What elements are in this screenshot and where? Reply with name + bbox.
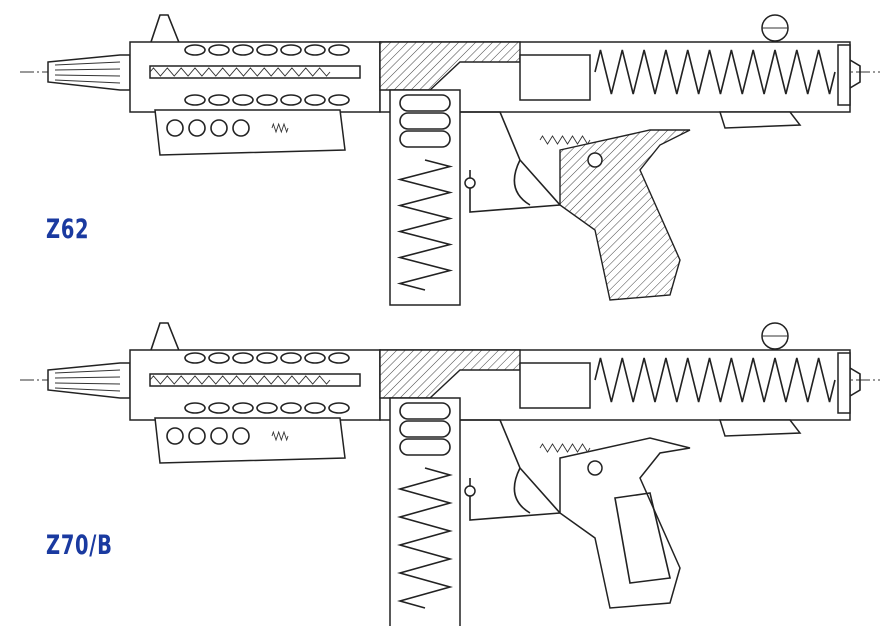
foregrip-hole (188, 427, 206, 445)
cooling-hole (184, 352, 206, 364)
foregrip-hole (210, 119, 228, 137)
compensator-slot (54, 68, 121, 71)
compensator-slot (54, 387, 121, 392)
muzzle-compensator (47, 362, 131, 399)
z62-cutaway-drawing (20, 14, 880, 306)
pistol-grip (559, 129, 691, 301)
pivot-pin (587, 152, 603, 168)
magazine-spring (397, 467, 453, 609)
cooling-hole (328, 352, 350, 364)
bolt (519, 54, 591, 101)
muzzle-compensator (47, 54, 131, 91)
magazine-spring (396, 159, 454, 291)
cooling-hole (328, 402, 350, 414)
end-cap-knob (849, 59, 861, 89)
cooling-hole (232, 352, 254, 364)
z70b-label: Z70/B (46, 530, 113, 561)
compensator-slot (54, 74, 121, 77)
grip-cutout (614, 492, 671, 584)
trigger (513, 159, 531, 206)
cooling-hole (208, 44, 230, 56)
compensator-slot (54, 61, 121, 66)
pivot-pin (587, 460, 603, 476)
cooling-hole (208, 402, 230, 414)
end-cap (837, 44, 851, 106)
cartridge (399, 402, 451, 420)
trigger-housing (460, 419, 562, 521)
cooling-hole (328, 94, 350, 106)
sling-mount (718, 419, 802, 437)
cooling-hole (232, 94, 254, 106)
cooling-hole (256, 44, 278, 56)
cartridge (399, 112, 451, 130)
recoil-guide-spring (149, 375, 331, 385)
cartridge (399, 130, 451, 148)
foregrip-hole (232, 427, 250, 445)
cooling-hole (280, 352, 302, 364)
cooling-hole (184, 44, 206, 56)
recoil-guide-spring (149, 67, 331, 77)
sear-spring (539, 135, 591, 145)
foregrip (154, 417, 346, 464)
front-sight (149, 322, 181, 354)
cooling-hole (184, 402, 206, 414)
sling-mount (718, 111, 802, 129)
compensator-slot (54, 79, 121, 84)
foregrip-hole (210, 427, 228, 445)
cooling-hole (328, 44, 350, 56)
cooling-hole (280, 402, 302, 414)
cooling-hole (304, 94, 326, 106)
receiver-section-hatched (379, 349, 521, 399)
cartridge (399, 94, 451, 112)
end-cap-knob (849, 367, 861, 397)
compensator-slot (54, 382, 121, 385)
cooling-hole (232, 402, 254, 414)
pistol-grip (559, 437, 691, 609)
cooling-hole (304, 44, 326, 56)
cooling-hole (232, 44, 254, 56)
cooling-hole (256, 402, 278, 414)
cooling-hole (304, 402, 326, 414)
receiver-section-hatched (379, 41, 521, 91)
foregrip-hole (166, 427, 184, 445)
cooling-hole (256, 352, 278, 364)
z70b-cutaway-drawing (20, 322, 880, 626)
cooling-hole (280, 94, 302, 106)
end-cap (837, 352, 851, 414)
foregrip-hole (188, 119, 206, 137)
compensator-slot (54, 376, 121, 379)
cooling-hole (304, 352, 326, 364)
cartridge (399, 420, 451, 438)
foregrip-hole (232, 119, 250, 137)
cooling-hole (280, 44, 302, 56)
cooling-hole (256, 94, 278, 106)
foregrip-hole (166, 119, 184, 137)
cocking-spring (271, 430, 289, 442)
magazine-release (464, 485, 476, 497)
return-spring (594, 357, 836, 403)
cooling-hole (208, 94, 230, 106)
sear-spring (539, 443, 591, 453)
compensator-slot (54, 369, 121, 374)
bolt (519, 362, 591, 409)
cooling-hole (208, 352, 230, 364)
trigger (513, 467, 531, 514)
z62-label: Z62 (46, 214, 90, 245)
cocking-spring (271, 122, 289, 134)
front-sight (149, 14, 181, 46)
magazine-release (464, 177, 476, 189)
cooling-hole (184, 94, 206, 106)
trigger-housing (460, 111, 562, 213)
return-spring (594, 49, 836, 95)
foregrip (154, 109, 346, 156)
cartridge (399, 438, 451, 456)
